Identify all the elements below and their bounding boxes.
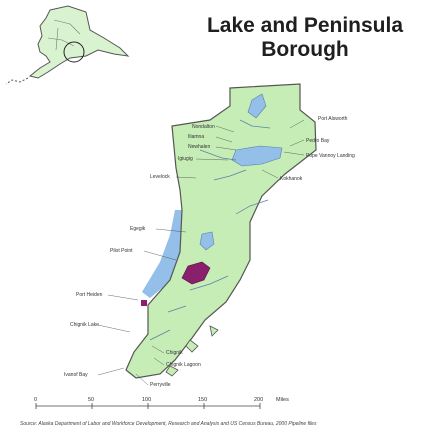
scale-tick-label: 0 bbox=[34, 397, 37, 403]
place-label-igiugig: Igiugig bbox=[178, 156, 193, 162]
place-label-perryville: Perryville bbox=[150, 382, 171, 388]
place-label-chignik-lagoon: Chignik Lagoon bbox=[166, 362, 201, 368]
scale-bar: 0 50 100 150 200 Miles bbox=[34, 397, 289, 409]
place-label-newhalen: Newhalen bbox=[188, 144, 210, 150]
map-title: Lake and Peninsula Borough bbox=[190, 14, 420, 62]
scale-unit: Miles bbox=[276, 397, 289, 403]
place-label-kokhanok: Kokhanok bbox=[280, 176, 303, 182]
place-label-levelock: Levelock bbox=[150, 174, 170, 180]
map-title-line-1: Lake and Peninsula bbox=[206, 14, 404, 37]
place-label-ivanof-bay: Ivanof Bay bbox=[64, 372, 88, 378]
source-note: Source: Alaska Department of Labor and W… bbox=[20, 421, 317, 427]
place-label-egegik: Egegik bbox=[130, 226, 146, 232]
lake-iliamna bbox=[231, 145, 283, 167]
river-network bbox=[149, 119, 271, 341]
place-label-chignik-lake: Chignik Lake bbox=[70, 322, 99, 328]
place-label-iliamna: Iliamna bbox=[188, 134, 204, 140]
island-2 bbox=[165, 365, 179, 377]
label-leader-lines bbox=[97, 119, 305, 386]
place-label-nondalton: Nondalton bbox=[192, 124, 215, 130]
place-label-pedro-bay: Pedro Bay bbox=[306, 138, 330, 144]
place-label-port-alsworth: Port Alsworth bbox=[318, 116, 348, 122]
alaska-inset-detail bbox=[47, 19, 81, 51]
bristol-bay-water bbox=[142, 210, 190, 298]
alaska-inset-map bbox=[5, 5, 130, 85]
place-label-pope-vannoy-landing: Pope Vannoy Landing bbox=[306, 153, 355, 159]
highlighted-area bbox=[181, 261, 211, 285]
aleutian-chain bbox=[5, 77, 29, 85]
island-1 bbox=[185, 339, 199, 353]
map-title-line-2: Borough bbox=[261, 38, 349, 61]
highlighted-site bbox=[141, 300, 147, 306]
place-label-port-heiden: Port Heiden bbox=[76, 292, 103, 298]
borough-land bbox=[125, 83, 317, 379]
scale-tick-label: 50 bbox=[88, 397, 94, 403]
scale-tick-label: 150 bbox=[198, 397, 207, 403]
scale-tick-label: 200 bbox=[254, 397, 263, 403]
place-label-pilot-point: Pilot Point bbox=[110, 248, 133, 254]
place-label-chignik: Chignik bbox=[166, 350, 183, 356]
alaska-outline bbox=[28, 5, 130, 79]
locator-circle bbox=[63, 41, 85, 63]
borough-map: Nondalton Port Alsworth Pedro Bay Pope V… bbox=[64, 83, 355, 388]
scale-tick-label: 100 bbox=[142, 397, 151, 403]
becharof-lake bbox=[199, 231, 215, 251]
island-3 bbox=[209, 325, 219, 337]
lake-clark bbox=[247, 93, 267, 119]
